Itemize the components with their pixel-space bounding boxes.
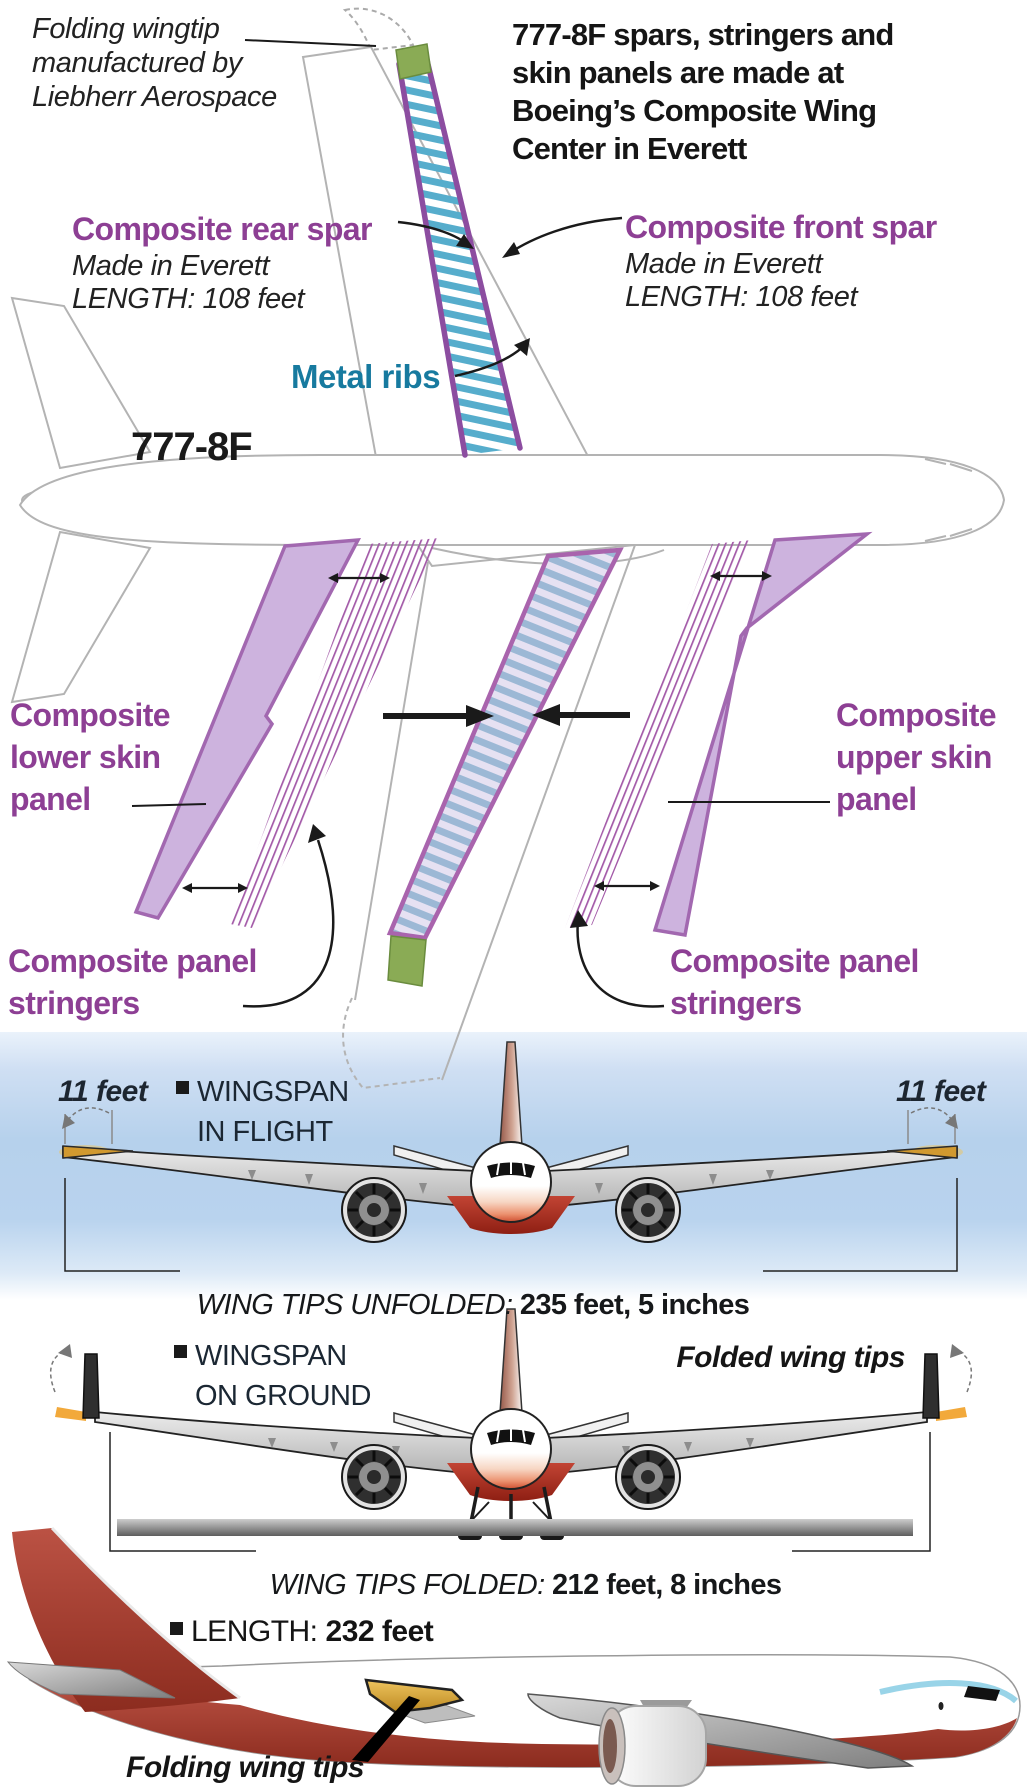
metal-ribs-stripes: [399, 56, 520, 455]
lower-skin-pointer: [131, 803, 207, 807]
folded-tip-left: [82, 1353, 100, 1419]
square-bullet-icon: [176, 1081, 189, 1094]
stringers-left-arrow: [242, 839, 335, 1008]
vertical-fin: [499, 1308, 523, 1414]
stringers-right-label: Composite panel stringers: [670, 943, 919, 1021]
fuselage-front: [470, 1141, 552, 1223]
tail-stabilizer-lower-outline: [10, 530, 152, 704]
upper-skin-label: Composite upper skin panel: [836, 697, 997, 817]
folded-wing-tips-note: Folded wing tips: [676, 1341, 905, 1374]
wingspan-ground-heading: WINGSPAN ON GROUND: [174, 1336, 371, 1416]
unfolded-measurement-label: WING TIPS UNFOLDED:: [196, 1289, 520, 1322]
folded-measurement-label: WING TIPS FOLDED:: [269, 1569, 553, 1602]
tail-stabilizer-upper-outline: [10, 296, 152, 470]
tip-fitting-green: [387, 935, 427, 987]
fuselage-outline: [18, 454, 1006, 546]
metal-ribs-label: Metal ribs: [291, 358, 441, 395]
lower-wing-outline: [342, 544, 636, 1090]
wingspan-ground-heading-text: WINGSPAN ON GROUND: [195, 1340, 371, 1412]
lower-skin-panel-shape: [133, 537, 362, 921]
length-label-text: LENGTH:: [191, 1615, 318, 1648]
exploded-panels: [133, 531, 873, 987]
flap-fairings: [268, 1438, 754, 1457]
span-bracket-flight: [64, 1178, 958, 1272]
label-pointers: [131, 39, 830, 1008]
assembly-arrows: [182, 571, 772, 893]
stringers-right-shape: [565, 540, 752, 928]
stringers-left-label: Composite panel stringers: [8, 943, 257, 1021]
wingspan-flight-heading: WINGSPAN IN FLIGHT: [176, 1072, 349, 1152]
folded-tip-right: [922, 1353, 940, 1419]
nose-cheatline-blue: [879, 1680, 1018, 1704]
front-view-ground: [49, 1308, 973, 1552]
side-view-aircraft: [6, 1526, 1021, 1787]
engine-right: [614, 1176, 682, 1244]
rear-spar-title: Composite rear spar: [72, 211, 372, 247]
windshield-side: [964, 1686, 1000, 1701]
front-spar-line: [423, 53, 523, 451]
folded-wingtip-dashed-outline: [342, 7, 415, 52]
fuselage-front: [470, 1408, 552, 1490]
wingtip-gold-left: [62, 1145, 134, 1159]
stringers-right-arrow: [576, 919, 665, 1008]
folding-wingtip-gold: [364, 1678, 465, 1714]
fold-glow-left: [55, 1407, 86, 1421]
gap-double-arrows: [182, 571, 772, 893]
engine-left: [340, 1443, 408, 1511]
folded-measurement: WING TIPS FOLDED: 212 feet, 8 inches: [258, 1534, 793, 1602]
front-spar-arrow: [507, 216, 623, 256]
front-spar-title: Composite front spar: [625, 209, 937, 245]
folded-measurement-value: 212 feet, 8 inches: [552, 1569, 782, 1602]
span-bracket-ground: [109, 1432, 931, 1552]
stringers-left-shape: [230, 538, 440, 928]
wingtip-gold-right: [886, 1145, 958, 1159]
fold-arc-dashed: [67, 1107, 953, 1121]
front-spar-details: Made in Everett LENGTH: 108 feet: [625, 248, 858, 313]
wing-spar-box: [395, 43, 523, 458]
ground-bar: [117, 1519, 913, 1536]
tip-length-left: 11 feet: [58, 1075, 148, 1108]
square-bullet-icon: [174, 1345, 187, 1358]
length-label: LENGTH: 232 feet: [170, 1614, 434, 1649]
engine-right: [614, 1443, 682, 1511]
rear-spar-line: [396, 61, 468, 458]
folding-wing-tips-note: Folding wing tips: [126, 1751, 365, 1784]
lower-skin-label: Composite lower skin panel: [10, 697, 171, 817]
engine-left: [340, 1176, 408, 1244]
stabilizer-side: [6, 1661, 176, 1699]
tip-length-right: 11 feet: [896, 1075, 986, 1108]
folding-tips-pointer-wedge: [352, 1696, 420, 1762]
center-spar-rib-assembly: [386, 547, 624, 987]
rear-spar-details: Made in Everett LENGTH: 108 feet: [72, 250, 305, 315]
length-value: 232 feet: [325, 1615, 434, 1648]
upper-skin-panel-shape: [652, 531, 873, 938]
wingspan-flight-heading-text: WINGSPAN IN FLIGHT: [197, 1076, 349, 1148]
fold-glow-right: [936, 1407, 967, 1421]
headline: 777-8F spars, stringers and skin panels …: [512, 17, 894, 166]
unfolded-measurement: WING TIPS UNFOLDED: 235 feet, 5 inches: [183, 1254, 763, 1322]
wingtip-fitting-green: [395, 43, 432, 80]
door-mark: [938, 1702, 944, 1710]
unfolded-measurement-value: 235 feet, 5 inches: [519, 1289, 750, 1322]
folding-wingtip-note: Folding wingtip manufactured by Liebherr…: [32, 13, 277, 113]
wingtip-note-pointer: [244, 39, 377, 47]
square-bullet-icon: [170, 1622, 183, 1635]
vertical-fin: [499, 1041, 523, 1147]
front-view-flight: [59, 1041, 963, 1272]
model-label: 777-8F: [131, 425, 253, 469]
